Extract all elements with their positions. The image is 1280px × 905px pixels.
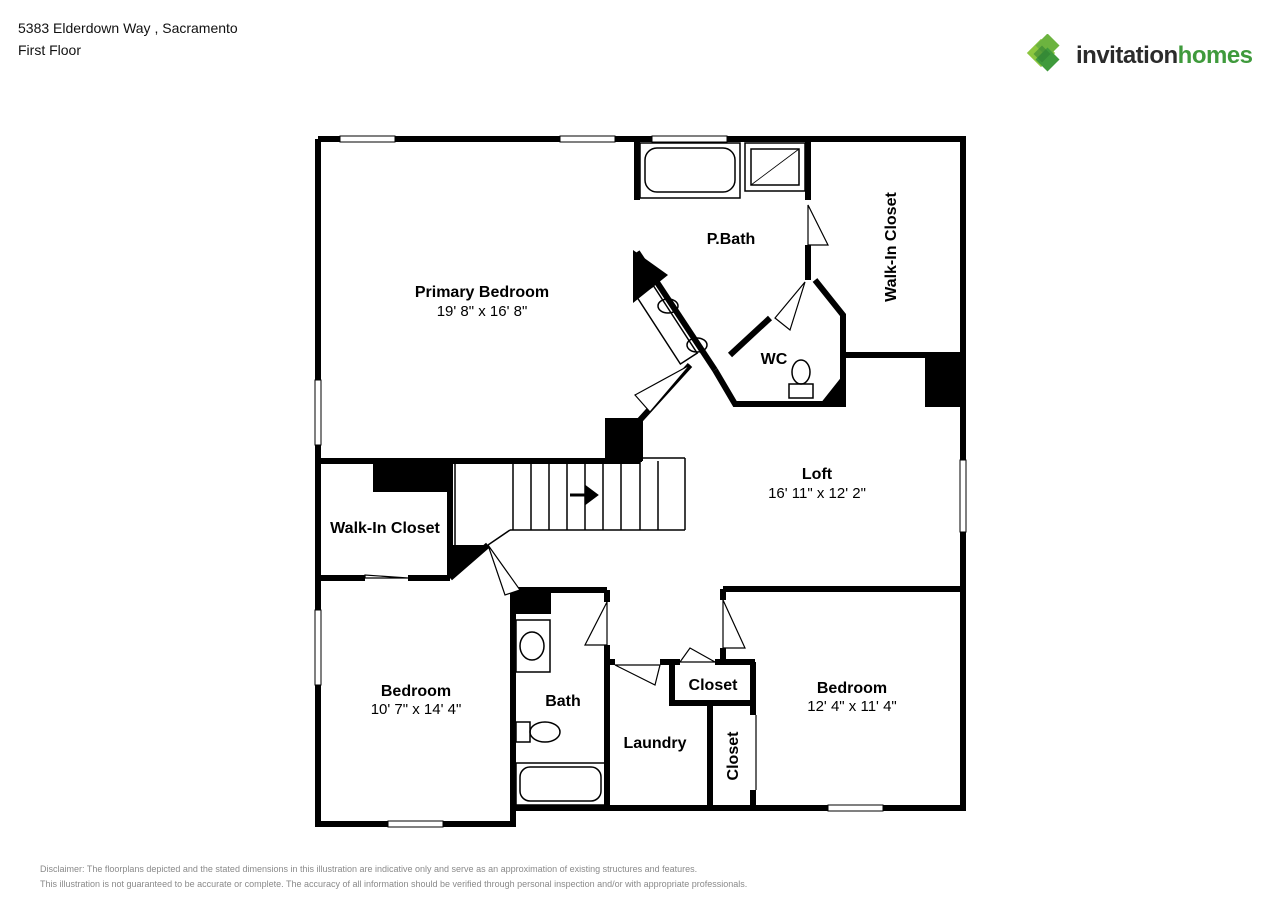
room-name-bedroom-left: Bedroom: [381, 683, 451, 700]
room-name-primary-bedroom: Primary Bedroom: [415, 284, 549, 301]
column-block: [373, 458, 453, 492]
door-swing: [614, 664, 661, 686]
property-address: 5383 Elderdown Way , Sacramento: [18, 20, 238, 36]
room-dims-bedroom-left: 10' 7" x 14' 4": [371, 701, 462, 718]
room-dims-bedroom-right: 12' 4" x 11' 4": [807, 698, 897, 715]
door-swing: [722, 599, 746, 649]
room-name-closet-top: Closet: [689, 677, 739, 694]
door-swing: [487, 544, 521, 596]
door-swing: [678, 647, 718, 663]
door-swing: [634, 364, 691, 413]
floor-label: First Floor: [18, 42, 81, 58]
stair-arrow-icon: [570, 485, 599, 505]
room-name-bedroom-right: Bedroom: [817, 680, 887, 697]
column-block: [633, 250, 668, 303]
room-name-wc: WC: [761, 351, 788, 368]
room-dims-loft: 16' 11" x 12' 2": [768, 485, 866, 502]
column-block: [925, 352, 963, 407]
window: [827, 804, 884, 812]
door-swing: [774, 281, 806, 332]
staircase: [454, 457, 686, 546]
room-dims-primary-bedroom: 19' 8" x 16' 8": [437, 303, 528, 320]
window: [339, 135, 396, 143]
logo-word-invitation: invitation: [1076, 42, 1178, 69]
column-block: [513, 590, 551, 614]
room-name-laundry: Laundry: [623, 735, 686, 752]
window: [559, 135, 616, 143]
sink-icon: [657, 298, 679, 314]
sink-icon: [519, 631, 545, 661]
wc-wall: [712, 278, 846, 407]
logo-word-homes: homes: [1177, 42, 1253, 69]
room-name-loft: Loft: [802, 466, 833, 483]
disclaimer-line-2: This illustration is not guaranteed to b…: [40, 879, 748, 889]
sink-vanity-icon: [635, 284, 699, 366]
room-name-closet-side: Closet: [725, 731, 742, 781]
column-block: [450, 545, 488, 578]
logo-diamond-icon: [1026, 34, 1060, 72]
wall: [727, 315, 773, 358]
sink-icon: [686, 337, 708, 353]
column-block: [605, 418, 642, 462]
window: [314, 609, 322, 686]
toilet-icon: [529, 721, 561, 743]
window: [959, 459, 967, 533]
window: [387, 820, 444, 828]
sink-vanity-icon: [515, 619, 551, 673]
shower-icon: [744, 142, 806, 192]
disclaimer-line-1: Disclaimer: The floorplans depicted and …: [40, 864, 698, 874]
room-name-pbath: P.Bath: [707, 231, 756, 248]
room-name-walkin-closet-left: Walk-In Closet: [330, 520, 440, 537]
window: [651, 135, 728, 143]
bathtub-icon: [639, 142, 741, 199]
column-block: [820, 375, 843, 404]
toilet-icon: [791, 359, 811, 385]
room-name-bath: Bath: [545, 693, 581, 710]
bathtub-icon: [515, 762, 606, 806]
door-swing: [584, 601, 608, 646]
door-swing: [364, 574, 409, 579]
room-name-walkin-closet-right: Walk-In Closet: [883, 192, 900, 302]
invitation-homes-logo: invitationhomes: [1022, 34, 1262, 80]
door-swing: [807, 204, 829, 246]
window: [314, 379, 322, 446]
